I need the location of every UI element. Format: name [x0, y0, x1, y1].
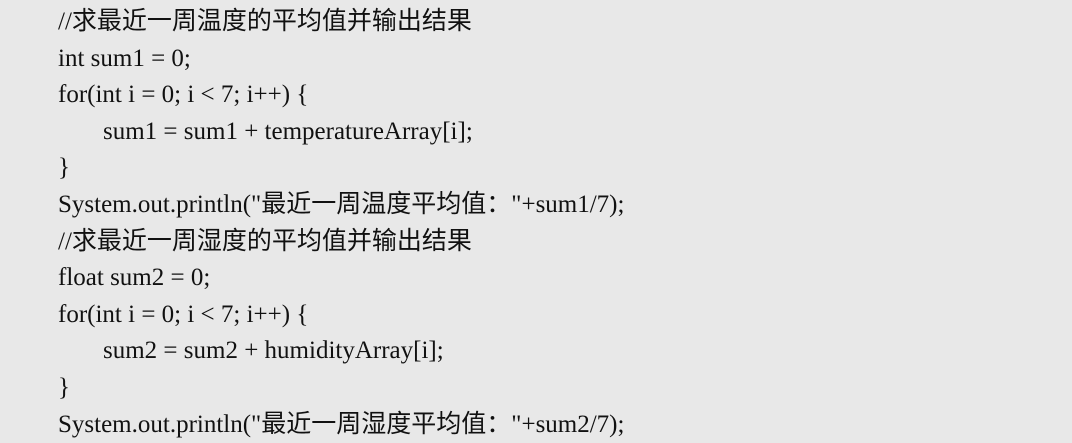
code-line: }	[58, 154, 70, 182]
code-line-comment: //求最近一周温度的平均值并输出结果	[58, 8, 472, 35]
code-line: }	[58, 373, 70, 401]
code-line: System.out.println("最近一周湿度平均值："+sum2/7);	[58, 410, 625, 438]
code-line: int sum1 = 0;	[58, 44, 191, 72]
code-line: sum1 = sum1 + temperatureArray[i];	[103, 117, 473, 145]
code-line: sum2 = sum2 + humidityArray[i];	[103, 337, 444, 365]
code-block: //求最近一周温度的平均值并输出结果 int sum1 = 0; for(int…	[58, 8, 625, 438]
code-line: for(int i = 0; i < 7; i++) {	[58, 81, 309, 109]
code-line: float sum2 = 0;	[58, 264, 211, 292]
code-line: System.out.println("最近一周温度平均值："+sum1/7);	[58, 190, 625, 218]
code-line: for(int i = 0; i < 7; i++) {	[58, 300, 309, 328]
code-line-comment: //求最近一周湿度的平均值并输出结果	[58, 227, 472, 255]
